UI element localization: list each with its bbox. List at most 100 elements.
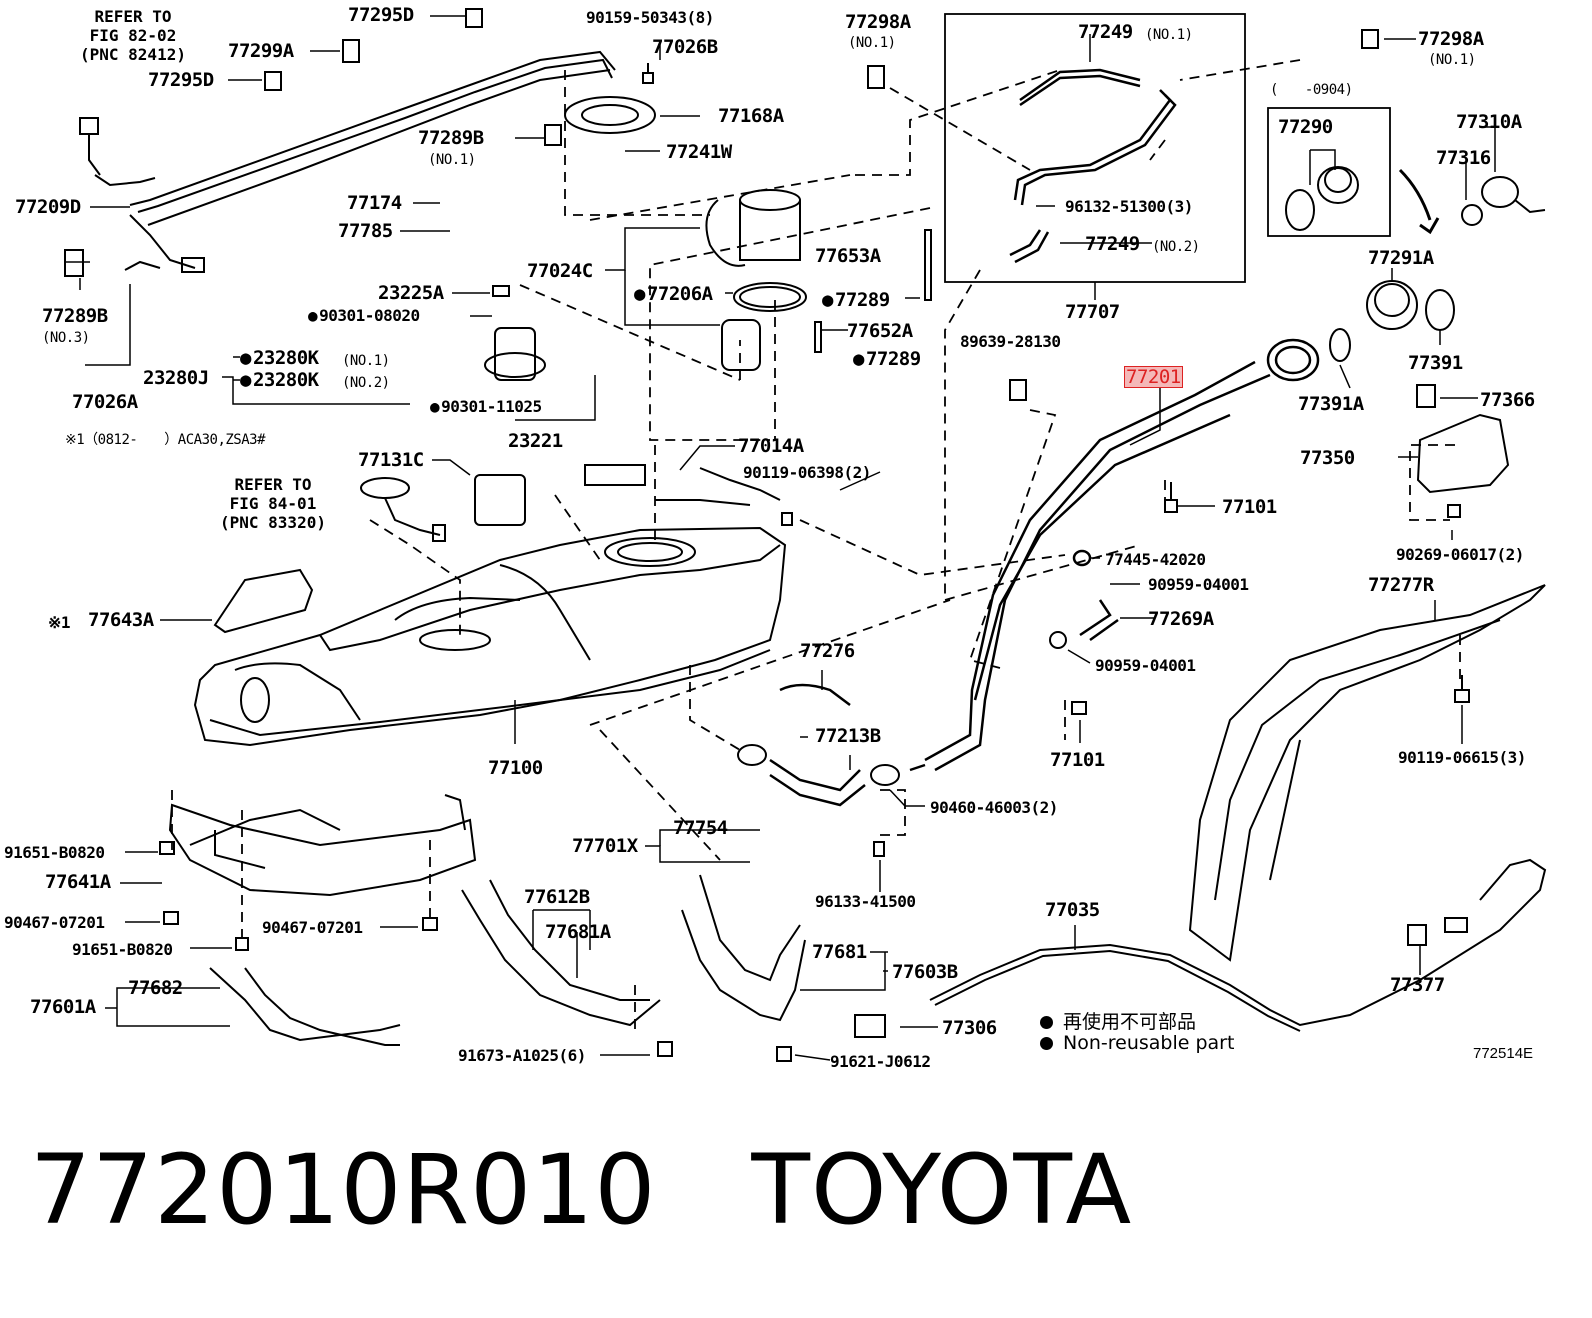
label-77681[interactable]: 77681 xyxy=(812,941,867,963)
label-90159-50343[interactable]: 90159-50343(8) xyxy=(586,8,714,27)
label-77785[interactable]: 77785 xyxy=(338,220,393,242)
label-77213B[interactable]: 77213B xyxy=(815,725,881,747)
label-23280K-no1[interactable]: 23280K xyxy=(240,348,319,368)
fasteners-drawing xyxy=(159,8,1470,1062)
label-77289-lower[interactable]: 77289 xyxy=(853,349,921,369)
label-77316[interactable]: 77316 xyxy=(1436,147,1491,169)
label-23221[interactable]: 23221 xyxy=(508,430,563,452)
sender-gauge-drawing xyxy=(360,474,526,542)
label-77701X[interactable]: 77701X xyxy=(572,835,638,857)
label-77298A-left[interactable]: 77298A xyxy=(845,11,911,33)
fuel-tank-drawing xyxy=(193,526,787,747)
label-77249-no2[interactable]: 77249 xyxy=(1085,233,1140,255)
label-77289B-no1[interactable]: 77289B xyxy=(418,127,484,149)
label-77377[interactable]: 77377 xyxy=(1390,974,1445,996)
label-77366[interactable]: 77366 xyxy=(1480,389,1535,411)
frame-box-77290 xyxy=(1267,107,1391,237)
label-77201-highlighted[interactable]: 77201 xyxy=(1124,366,1183,388)
label-90467-07201-right[interactable]: 90467-07201 xyxy=(262,918,363,937)
label-77643A-mark: ※1 xyxy=(48,613,71,632)
label-77101-lower[interactable]: 77101 xyxy=(1050,749,1105,771)
label-77241W[interactable]: 77241W xyxy=(666,141,732,163)
label-77350[interactable]: 77350 xyxy=(1300,447,1355,469)
label-77299A[interactable]: 77299A xyxy=(228,40,294,62)
label-96133-41500[interactable]: 96133-41500 xyxy=(815,892,916,911)
label-23280K-no1-sub: (NO.1) xyxy=(342,353,390,369)
label-77277R[interactable]: 77277R xyxy=(1368,574,1434,596)
label-77391[interactable]: 77391 xyxy=(1408,352,1463,374)
label-0904-note: ( -0904) xyxy=(1270,82,1353,98)
ref1-line2: FIG 82-02 xyxy=(89,26,177,45)
label-90959-04001-lower[interactable]: 90959-04001 xyxy=(1095,656,1196,675)
label-77682[interactable]: 77682 xyxy=(128,977,183,999)
label-77206A[interactable]: 77206A xyxy=(634,284,713,304)
label-77306[interactable]: 77306 xyxy=(942,1017,997,1039)
label-77298A-right[interactable]: 77298A xyxy=(1418,28,1484,50)
label-77289B-no3[interactable]: 77289B xyxy=(42,305,108,327)
label-77174[interactable]: 77174 xyxy=(347,192,402,214)
label-90301-08020[interactable]: 90301-08020 xyxy=(308,306,420,326)
label-77209D[interactable]: 77209D xyxy=(15,196,81,218)
label-96132-51300[interactable]: 96132-51300(3) xyxy=(1065,197,1193,216)
label-77291A[interactable]: 77291A xyxy=(1368,247,1434,269)
refer-to-fig-82-02: REFER TO FIG 82-02 (PNC 82412) xyxy=(80,7,186,64)
label-77298A-left-sub: (NO.1) xyxy=(848,35,896,51)
label-23280K-no2[interactable]: 23280K xyxy=(240,370,319,390)
ref2-line3: (PNC 83320) xyxy=(220,513,326,532)
label-23280J[interactable]: 23280J xyxy=(143,367,209,389)
label-77289B-no1-sub: (NO.1) xyxy=(428,152,476,168)
opener-cable-drawing xyxy=(929,858,1547,1032)
label-77310A[interactable]: 77310A xyxy=(1456,111,1522,133)
legend-jp-text: 再使用不可部品 xyxy=(1063,1011,1197,1033)
label-77289B-no3-sub: (NO.3) xyxy=(42,330,90,346)
label-77100[interactable]: 77100 xyxy=(488,757,543,779)
label-77653A[interactable]: 77653A xyxy=(815,245,881,267)
label-77014A[interactable]: 77014A xyxy=(738,435,804,457)
label-77026A[interactable]: 77026A xyxy=(72,391,138,413)
label-91651-B0820-upper[interactable]: 91651-B0820 xyxy=(4,843,105,862)
label-77681A[interactable]: 77681A xyxy=(545,921,611,943)
label-77391A[interactable]: 77391A xyxy=(1298,393,1364,415)
label-91673-A1025[interactable]: 91673-A1025(6) xyxy=(458,1046,586,1065)
label-90460-46003[interactable]: 90460-46003(2) xyxy=(930,798,1058,817)
label-90467-07201-left[interactable]: 90467-07201 xyxy=(4,913,105,932)
label-77249-no1[interactable]: 77249 xyxy=(1078,21,1133,43)
label-77024C[interactable]: 77024C xyxy=(527,260,593,282)
label-90301-11025[interactable]: 90301-11025 xyxy=(430,397,542,417)
label-77445-42020[interactable]: 77445-42020 xyxy=(1105,550,1206,569)
label-77298A-right-sub: (NO.1) xyxy=(1428,52,1476,68)
insulator-drawing xyxy=(213,568,314,634)
label-77289-upper[interactable]: 77289 xyxy=(822,290,890,310)
label-77601A[interactable]: 77601A xyxy=(30,996,96,1018)
label-77249-no1-sub: (NO.1) xyxy=(1145,27,1193,43)
label-90119-06615[interactable]: 90119-06615(3) xyxy=(1398,748,1526,767)
label-77295D-bottom[interactable]: 77295D xyxy=(148,69,214,91)
label-77612B[interactable]: 77612B xyxy=(524,886,590,908)
label-90959-04001-upper[interactable]: 90959-04001 xyxy=(1148,575,1249,594)
label-91621-J0612[interactable]: 91621-J0612 xyxy=(830,1052,931,1071)
label-77290[interactable]: 77290 xyxy=(1278,116,1333,138)
label-77643A[interactable]: 77643A xyxy=(88,609,154,631)
label-77101-upper[interactable]: 77101 xyxy=(1222,496,1277,518)
label-77276[interactable]: 77276 xyxy=(800,640,855,662)
label-23225A[interactable]: 23225A xyxy=(378,282,444,304)
label-91651-B0820-lower[interactable]: 91651-B0820 xyxy=(72,940,173,959)
label-77707[interactable]: 77707 xyxy=(1065,301,1120,323)
label-77641A[interactable]: 77641A xyxy=(45,871,111,893)
label-90119-06398[interactable]: 90119-06398(2) xyxy=(743,463,871,482)
label-77652A[interactable]: 77652A xyxy=(847,320,913,342)
label-77035[interactable]: 77035 xyxy=(1045,899,1100,921)
label-77131C[interactable]: 77131C xyxy=(358,449,424,471)
label-90269-06017[interactable]: 90269-06017(2) xyxy=(1396,545,1524,564)
label-77754[interactable]: 77754 xyxy=(673,817,728,839)
applicability-note: ※1（0812- ）ACA30,ZSA3# xyxy=(65,432,266,448)
label-77603B[interactable]: 77603B xyxy=(892,961,958,983)
label-77269A[interactable]: 77269A xyxy=(1148,608,1214,630)
label-89639-28130[interactable]: 89639-28130 xyxy=(960,332,1061,351)
label-77249-no2-sub: (NO.2) xyxy=(1152,239,1200,255)
label-77295D-top[interactable]: 77295D xyxy=(348,4,414,26)
label-77026B[interactable]: 77026B xyxy=(652,36,718,58)
label-77168A[interactable]: 77168A xyxy=(718,105,784,127)
